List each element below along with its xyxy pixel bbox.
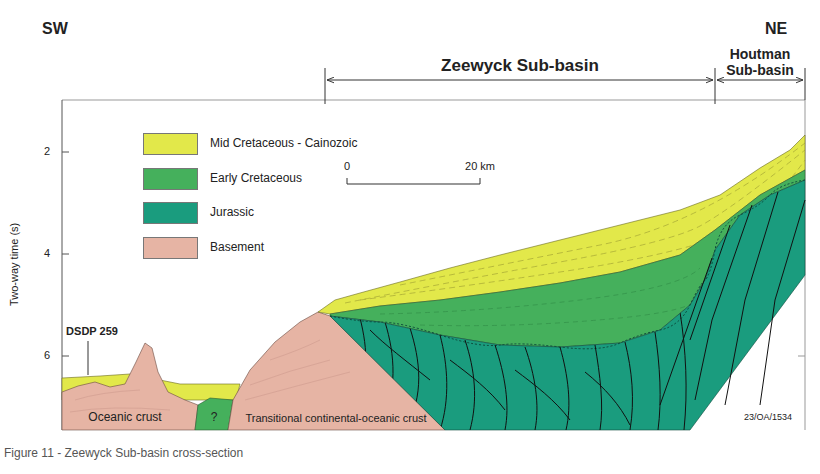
sub-basin-name: Houtman Sub-basin	[719, 46, 801, 78]
tick-label: 4	[30, 247, 50, 260]
legend-text: Early Cretaceous	[210, 172, 302, 186]
scale-value: 20 km	[455, 160, 505, 173]
legend-text: Mid Cretaceous - Cainozoic	[210, 137, 357, 151]
legend-text: Basement	[210, 241, 264, 255]
query-mark: ?	[207, 411, 221, 425]
direction-label: NE	[756, 20, 796, 38]
legend-swatch	[143, 202, 198, 224]
figure-code: 23/OA/1534	[735, 412, 801, 422]
legend-swatch	[143, 133, 198, 155]
sub-basin-name: Zeewyck Sub-basin	[390, 56, 650, 76]
legend-swatch	[143, 168, 198, 190]
scale-value: 0	[337, 160, 357, 173]
legend-swatch	[143, 237, 198, 259]
crust-label: Transitional continental-oceanic crust	[236, 412, 436, 425]
figure-caption: Figure 11 - Zeewyck Sub-basin cross-sect…	[4, 447, 243, 461]
tick-label: 2	[30, 145, 50, 158]
well-label: DSDP 259	[57, 325, 127, 338]
crust-label: Oceanic crust	[70, 411, 180, 425]
legend-text: Jurassic	[210, 206, 254, 220]
direction-label: SW	[35, 20, 75, 38]
tick-label: 6	[30, 349, 50, 362]
axis-title: Two-way time (s)	[8, 204, 21, 324]
